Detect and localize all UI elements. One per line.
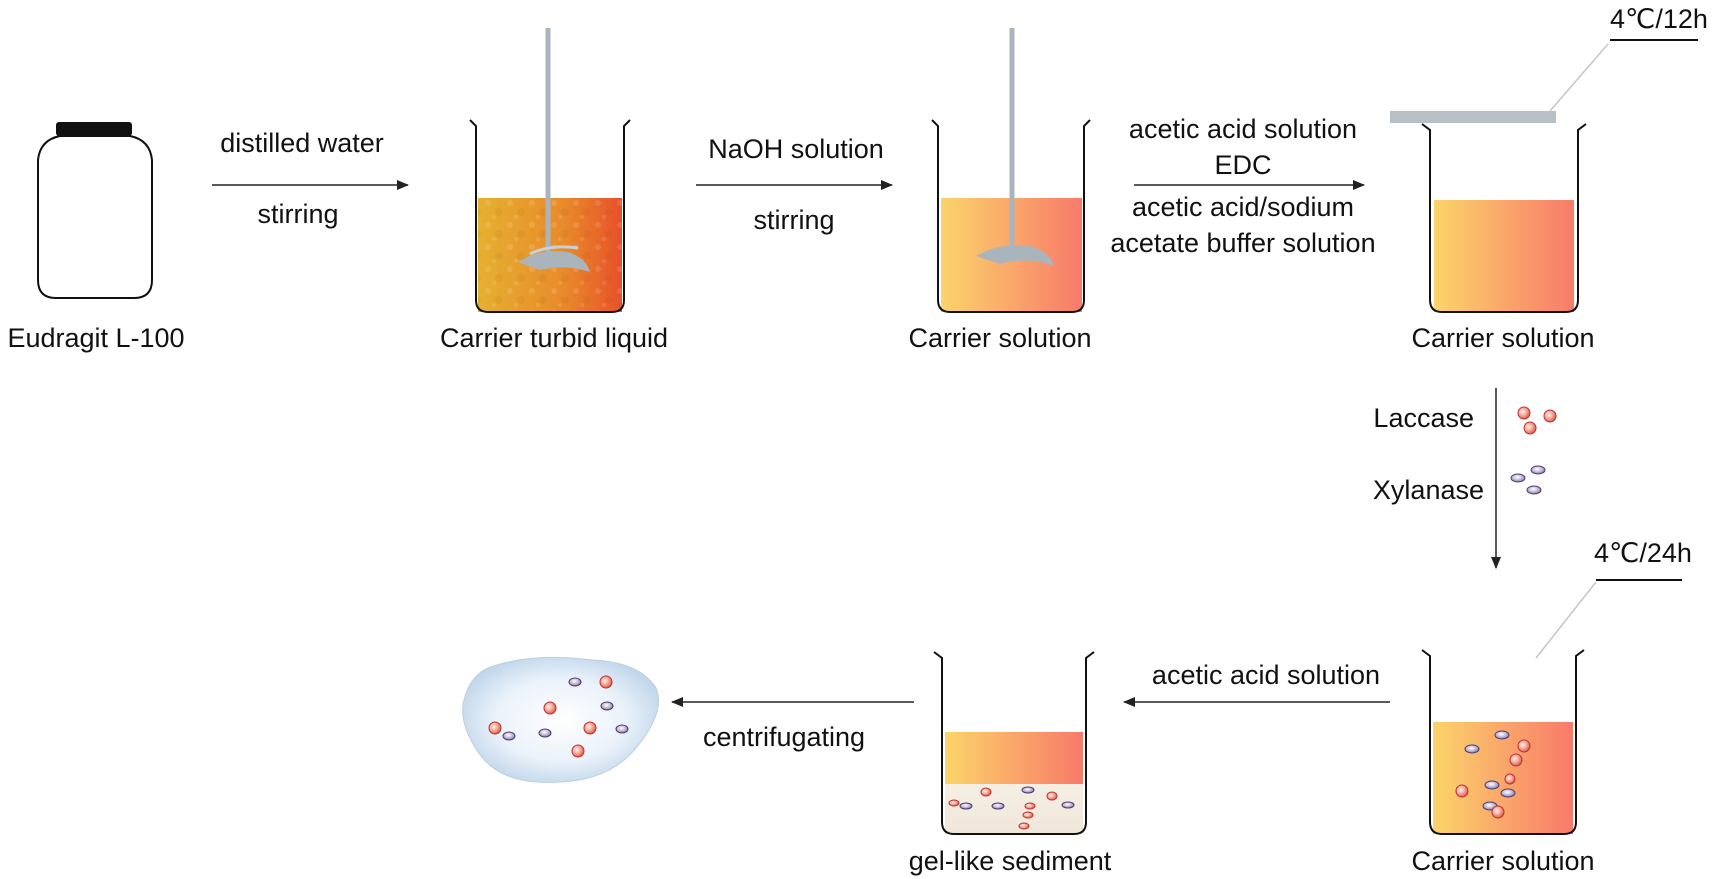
arrow-5-reagent-label: acetic acid solution bbox=[1151, 660, 1381, 690]
arrow-3-reagent-line-1: acetic acid solution bbox=[1128, 114, 1358, 144]
arrow-1-process-label: stirring bbox=[257, 199, 339, 229]
laccase-label: Laccase bbox=[1373, 403, 1474, 433]
beaker-solution-enzymes-icon bbox=[1421, 579, 1682, 835]
beaker-5-label: gel-like sediment bbox=[908, 846, 1112, 876]
arrow-3-reagent-line-2: EDC bbox=[1214, 150, 1272, 180]
immobilized-enzyme-sediment-icon bbox=[462, 656, 659, 783]
jar-label: Eudragit L-100 bbox=[7, 323, 185, 353]
beaker-turbid-icon bbox=[469, 28, 631, 313]
condition-12h-label: 4℃/12h bbox=[1610, 4, 1708, 34]
condition-24h-label: 4℃/24h bbox=[1594, 538, 1692, 568]
beaker-solution-stirring-icon bbox=[931, 28, 1091, 313]
laccase-icon bbox=[1517, 406, 1557, 435]
beaker-2-label: Carrier solution bbox=[908, 323, 1092, 353]
beaker-3-label: Carrier solution bbox=[1411, 323, 1595, 353]
xylanase-label: Xylanase bbox=[1372, 475, 1484, 505]
beaker-4-label: Carrier solution bbox=[1411, 846, 1595, 876]
arrow-3-buffer-line-1: acetic acid/sodium bbox=[1131, 192, 1355, 222]
arrow-1-reagent-label: distilled water bbox=[220, 128, 384, 158]
arrow-2-reagent-label: NaOH solution bbox=[708, 134, 884, 164]
xylanase-icon bbox=[1510, 465, 1546, 495]
arrow-6-process-label: centrifugating bbox=[702, 722, 866, 752]
beaker-sediment-icon bbox=[933, 651, 1095, 835]
beaker-solution-covered-icon bbox=[1390, 39, 1698, 313]
beaker-1-label: Carrier turbid liquid bbox=[439, 323, 669, 353]
eudragit-jar-icon bbox=[37, 122, 153, 299]
arrow-2-process-label: stirring bbox=[753, 205, 835, 235]
arrow-3-buffer-line-2: acetate buffer solution bbox=[1110, 228, 1376, 258]
